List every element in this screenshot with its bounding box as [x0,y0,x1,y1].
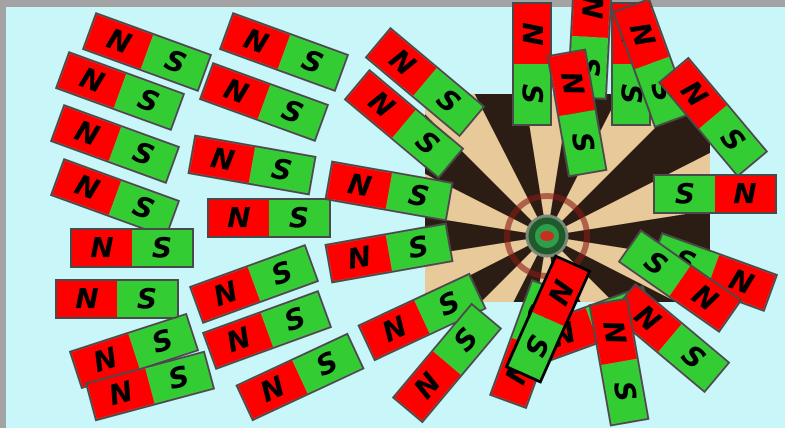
north-pole-label: N [327,163,392,209]
south-pole-label: S [117,281,177,317]
south-pole-label: S [559,110,605,175]
south-pole-label: S [132,230,192,266]
south-pole-label: S [601,359,647,424]
north-pole-label: N [57,281,117,317]
north-pole-label: N [72,230,132,266]
north-pole-label: N [715,176,775,212]
north-pole-label: N [572,0,611,38]
north-pole-label: N [190,137,255,183]
south-pole-label: S [655,176,715,212]
south-pole-label: S [269,200,329,236]
south-pole-label: S [386,173,451,219]
north-pole-label: N [209,200,269,236]
south-pole-label: S [249,147,314,193]
south-pole-label: S [386,225,451,271]
north-pole-label: N [549,51,595,116]
south-pole-label: S [514,64,550,124]
north-pole-label: N [327,235,392,281]
north-pole-label: N [591,300,637,365]
north-pole-label: N [514,4,550,64]
